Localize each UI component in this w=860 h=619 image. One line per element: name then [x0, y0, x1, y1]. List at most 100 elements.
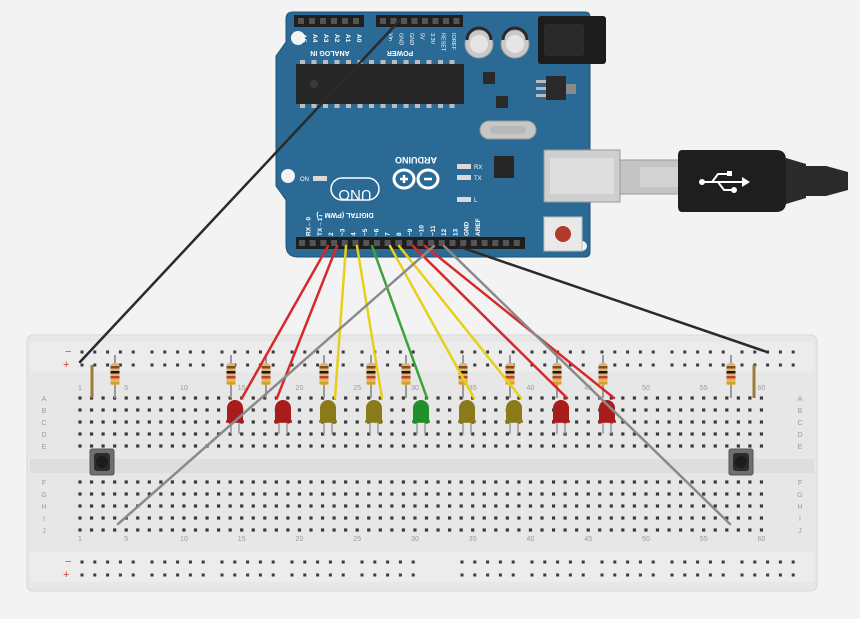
hole[interactable] [136, 480, 140, 484]
header-pin[interactable] [503, 240, 509, 246]
hole[interactable] [401, 432, 405, 436]
header-pin[interactable] [449, 240, 456, 246]
rail-hole[interactable] [398, 560, 402, 564]
header-pin[interactable] [331, 18, 337, 24]
hole[interactable] [621, 408, 625, 412]
hole[interactable] [89, 432, 94, 436]
hole[interactable] [436, 408, 440, 412]
rail-hole[interactable] [118, 560, 122, 564]
hole[interactable] [251, 408, 255, 412]
hole[interactable] [332, 444, 336, 448]
hole[interactable] [89, 516, 94, 520]
rail-hole[interactable] [188, 363, 192, 367]
rail-hole[interactable] [486, 350, 490, 354]
hole[interactable] [297, 420, 302, 424]
hole[interactable] [413, 528, 417, 532]
rail-hole[interactable] [626, 350, 630, 354]
hole[interactable] [89, 480, 94, 484]
hole[interactable] [540, 504, 544, 508]
hole[interactable] [193, 420, 198, 424]
hole[interactable] [297, 492, 302, 496]
hole[interactable] [575, 480, 579, 484]
hole[interactable] [448, 480, 452, 484]
hole[interactable] [332, 504, 336, 508]
hole[interactable] [124, 420, 128, 424]
hole[interactable] [193, 396, 198, 400]
hole[interactable] [332, 492, 336, 496]
hole[interactable] [575, 504, 579, 508]
hole[interactable] [78, 432, 82, 436]
hole[interactable] [632, 492, 636, 496]
rail-hole[interactable] [613, 573, 617, 577]
hole[interactable] [736, 480, 740, 484]
rail-hole[interactable] [740, 363, 744, 367]
hole[interactable] [528, 492, 533, 496]
rail-hole[interactable] [791, 573, 795, 577]
led-yellow[interactable] [365, 400, 383, 434]
hole[interactable] [424, 528, 429, 532]
hole[interactable] [170, 444, 174, 448]
hole[interactable] [528, 408, 533, 412]
rail-hole[interactable] [473, 363, 477, 367]
hole[interactable] [251, 516, 255, 520]
rail-hole[interactable] [201, 560, 205, 564]
hole[interactable] [517, 432, 521, 436]
rail-hole[interactable] [80, 560, 84, 564]
rail-hole[interactable] [246, 573, 250, 577]
hole[interactable] [193, 492, 198, 496]
usb-port[interactable] [543, 149, 621, 203]
rail-hole[interactable] [530, 350, 534, 354]
hole[interactable] [159, 516, 163, 520]
hole[interactable] [586, 480, 590, 484]
hole[interactable] [702, 480, 706, 484]
rail-hole[interactable] [581, 363, 585, 367]
rail-hole[interactable] [581, 560, 585, 564]
rail-hole[interactable] [696, 573, 700, 577]
hole[interactable] [101, 408, 105, 412]
rail-hole[interactable] [613, 363, 617, 367]
rail-hole[interactable] [163, 350, 167, 354]
hole[interactable] [159, 432, 163, 436]
rail-hole[interactable] [708, 363, 712, 367]
hole[interactable] [748, 432, 752, 436]
rail-hole[interactable] [651, 560, 655, 564]
hole[interactable] [563, 504, 567, 508]
rail-hole[interactable] [386, 560, 390, 564]
rail-hole[interactable] [708, 350, 712, 354]
hole[interactable] [170, 504, 174, 508]
hole[interactable] [170, 516, 174, 520]
resistor[interactable] [226, 355, 236, 398]
hole[interactable] [159, 492, 163, 496]
hole[interactable] [217, 528, 221, 532]
hole[interactable] [436, 480, 440, 484]
resistor[interactable] [726, 355, 736, 398]
hole[interactable] [263, 528, 267, 532]
header-pin[interactable] [401, 18, 407, 24]
hole[interactable] [679, 480, 683, 484]
hole[interactable] [517, 396, 521, 400]
led-yellow[interactable] [458, 400, 476, 434]
rail-hole[interactable] [651, 573, 655, 577]
hole[interactable] [401, 444, 405, 448]
hole[interactable] [355, 408, 359, 412]
rail-hole[interactable] [638, 560, 642, 564]
hole[interactable] [205, 396, 209, 400]
hole[interactable] [528, 420, 533, 424]
hole[interactable] [78, 480, 82, 484]
rail-hole[interactable] [290, 573, 294, 577]
rail-hole[interactable] [638, 573, 642, 577]
hole[interactable] [586, 396, 590, 400]
rail-hole[interactable] [150, 573, 154, 577]
rail-hole[interactable] [543, 363, 547, 367]
hole[interactable] [182, 528, 186, 532]
hole[interactable] [367, 504, 371, 508]
hole[interactable] [355, 420, 359, 424]
hole[interactable] [309, 504, 313, 508]
rail-hole[interactable] [93, 350, 97, 354]
rail-hole[interactable] [683, 560, 687, 564]
hole[interactable] [448, 504, 452, 508]
hole[interactable] [89, 420, 94, 424]
rail-hole[interactable] [778, 573, 782, 577]
rail-hole[interactable] [498, 560, 502, 564]
